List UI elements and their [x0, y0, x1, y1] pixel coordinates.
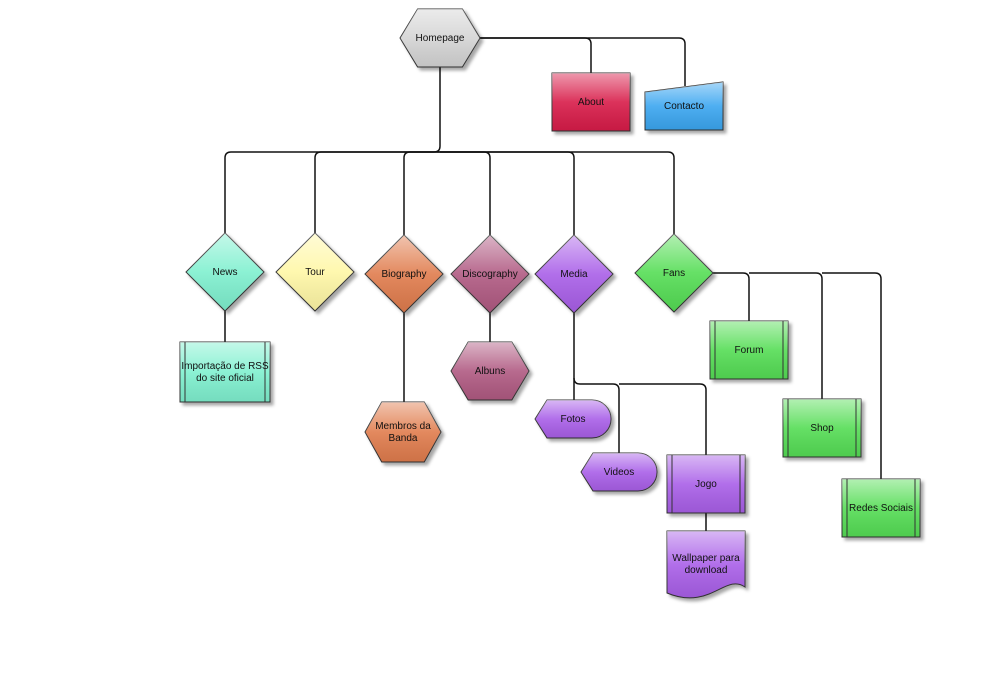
node-label-line: Fotos — [560, 414, 585, 425]
node-contacto[interactable]: Contacto — [644, 81, 724, 131]
node-label: Media — [560, 269, 588, 280]
connector-homepage-fans — [440, 151, 675, 234]
node-label-line: Membros da — [375, 421, 431, 432]
connector-homepage-news — [224, 67, 441, 233]
node-label: Tour — [305, 267, 325, 278]
node-discography[interactable]: Discography — [450, 234, 530, 314]
shape-highlight — [552, 73, 630, 131]
node-label: Videos — [604, 467, 634, 478]
node-label-line: do site oficial — [196, 373, 254, 384]
shape-highlight — [645, 82, 723, 130]
node-albuns[interactable]: Albuns — [450, 341, 530, 401]
node-label: News — [212, 267, 237, 278]
node-label-line: Videos — [604, 467, 634, 478]
connector-fans-shop — [749, 272, 823, 399]
shape-highlight — [783, 399, 861, 457]
shape-highlight — [842, 479, 920, 537]
connector-homepage-contacto — [478, 37, 686, 86]
node-label: Redes Sociais — [849, 503, 913, 514]
node-label-line: News — [212, 267, 237, 278]
shape-highlight — [535, 235, 613, 313]
shape-highlight — [365, 402, 441, 462]
node-label-line: Media — [560, 269, 588, 280]
connector-homepage-discography — [440, 151, 491, 235]
node-label: Discography — [462, 269, 518, 280]
node-label-line: Discography — [462, 269, 518, 280]
node-label: Fans — [663, 268, 685, 279]
node-forum[interactable]: Forum — [709, 320, 789, 380]
node-label-line: Albuns — [475, 366, 506, 377]
node-label: Homepage — [416, 33, 465, 44]
node-label-line: Forum — [735, 345, 764, 356]
node-label-line: Fans — [663, 268, 685, 279]
connector-homepage-about — [478, 37, 592, 73]
shape-highlight — [276, 233, 354, 311]
shape-highlight — [400, 9, 480, 67]
shape-highlight — [451, 235, 529, 313]
node-label: Contacto — [664, 101, 704, 112]
node-label-line: Jogo — [695, 479, 717, 490]
node-news[interactable]: News — [185, 232, 265, 312]
node-about[interactable]: About — [551, 72, 631, 132]
node-fans[interactable]: Fans — [634, 233, 714, 313]
node-label-line: Tour — [305, 267, 325, 278]
node-label-line: Homepage — [416, 33, 465, 44]
connector-homepage-tour — [314, 151, 440, 233]
node-label: Fotos — [560, 414, 585, 425]
shape-highlight — [535, 400, 611, 438]
node-label-line: Contacto — [664, 101, 704, 112]
node-redes[interactable]: Redes Sociais — [841, 478, 921, 538]
node-label-line: About — [578, 97, 604, 108]
connectors — [224, 37, 882, 531]
shape-highlight — [710, 321, 788, 379]
node-label: Biography — [381, 269, 426, 280]
node-label-line: download — [685, 565, 728, 576]
node-label-line: Wallpaper para — [672, 553, 740, 564]
node-homepage[interactable]: Homepage — [399, 8, 481, 68]
node-biography[interactable]: Biography — [364, 234, 444, 314]
connector-homepage-media — [440, 151, 575, 235]
node-videos[interactable]: Videos — [580, 452, 658, 492]
connector-media-videos — [573, 377, 620, 453]
shape-highlight — [365, 235, 443, 313]
node-label: Jogo — [695, 479, 717, 490]
node-label: Shop — [810, 423, 834, 434]
connector-fans-redes — [822, 272, 882, 479]
connector-homepage-biography — [403, 151, 440, 235]
shape-highlight — [186, 233, 264, 311]
shape-highlight — [667, 531, 745, 598]
node-label: Albuns — [475, 366, 506, 377]
shape-highlight — [180, 342, 270, 402]
node-label-line: Shop — [810, 423, 834, 434]
connector-fans-forum — [713, 272, 750, 321]
node-media[interactable]: Media — [534, 234, 614, 314]
node-label: Forum — [735, 345, 764, 356]
shape-highlight — [635, 234, 713, 312]
node-label-line: Biography — [381, 269, 426, 280]
node-label-line: Redes Sociais — [849, 503, 913, 514]
shape-highlight — [581, 453, 657, 491]
node-label-line: Importação de RSS — [181, 361, 269, 372]
connector-media-jogo — [619, 383, 707, 455]
node-fotos[interactable]: Fotos — [534, 399, 612, 439]
node-tour[interactable]: Tour — [275, 232, 355, 312]
node-label: About — [578, 97, 604, 108]
shape-highlight — [667, 455, 745, 513]
shape-highlight — [451, 342, 529, 400]
node-jogo[interactable]: Jogo — [666, 454, 746, 514]
node-label-line: Banda — [389, 433, 418, 444]
node-shop[interactable]: Shop — [782, 398, 862, 458]
